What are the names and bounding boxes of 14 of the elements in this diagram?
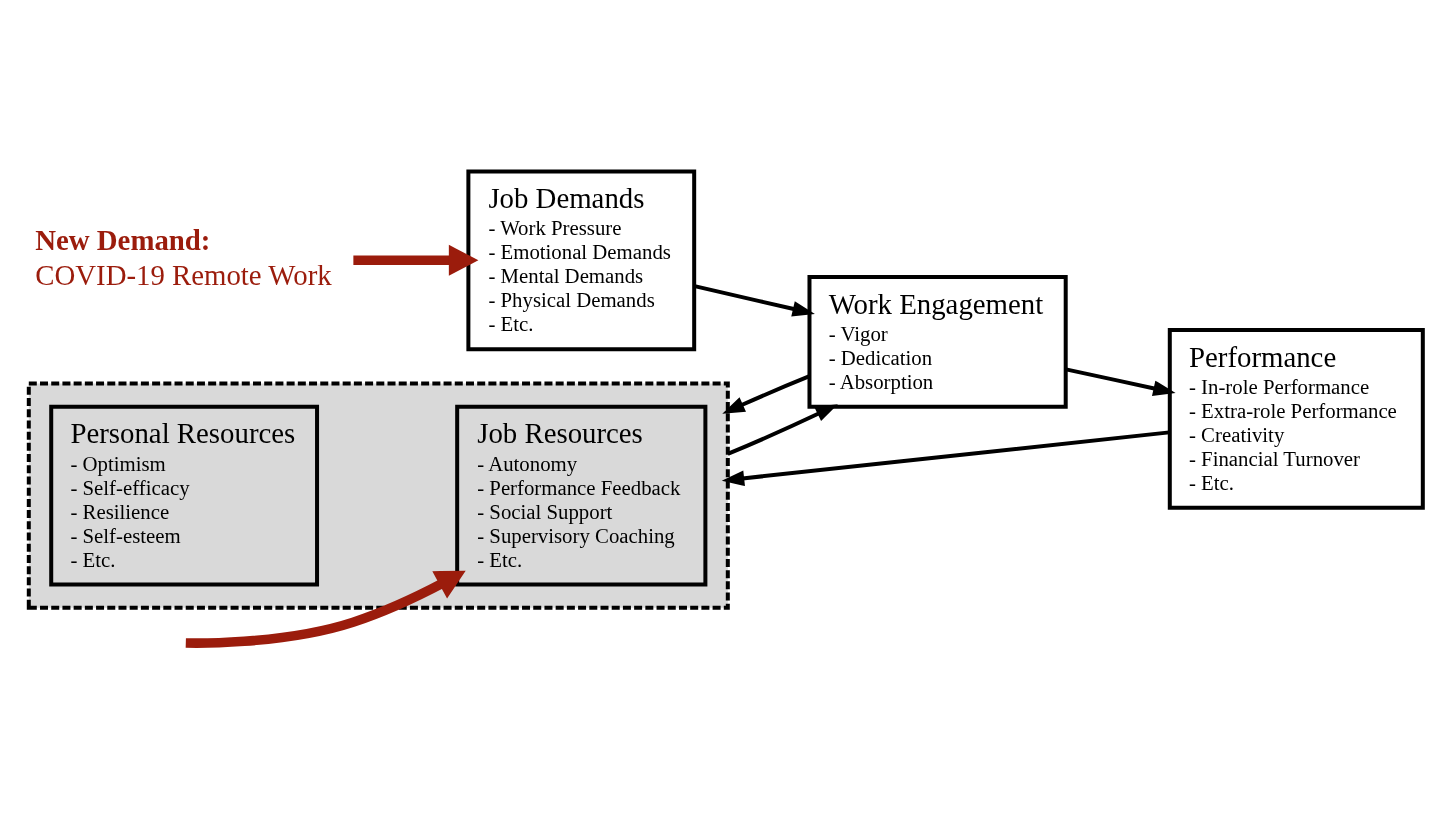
node-text: New Demand: COVID-19 Remote Work <box>35 223 332 291</box>
cluster <box>26 381 730 610</box>
arrow <box>353 244 479 276</box>
arrow <box>1065 367 1176 396</box>
node-box: Job Demands - Work Pressure - Emotional Demands - Mental Demands - Physical Demands - Etc. <box>466 169 697 352</box>
node-box: Work Engagement - Vigor - Dedication - Absorption <box>807 275 1068 409</box>
node-box: Performance - In-role Performance - Extra-role Performance - Creativity - Financial Turnover - Etc. <box>1167 327 1425 510</box>
arrow <box>727 404 838 456</box>
arrow <box>694 284 815 317</box>
node-box: Job Resources - Autonomy - Performance Feedback - Social Support - Supervisory Coaching - Etc. <box>455 404 708 587</box>
node-box: Personal Resources - Optimism - Self-efficacy - Resilience - Self-esteem - Etc. <box>49 404 320 587</box>
arrow <box>721 430 1170 487</box>
arrow <box>722 374 810 414</box>
arrow <box>185 570 466 648</box>
